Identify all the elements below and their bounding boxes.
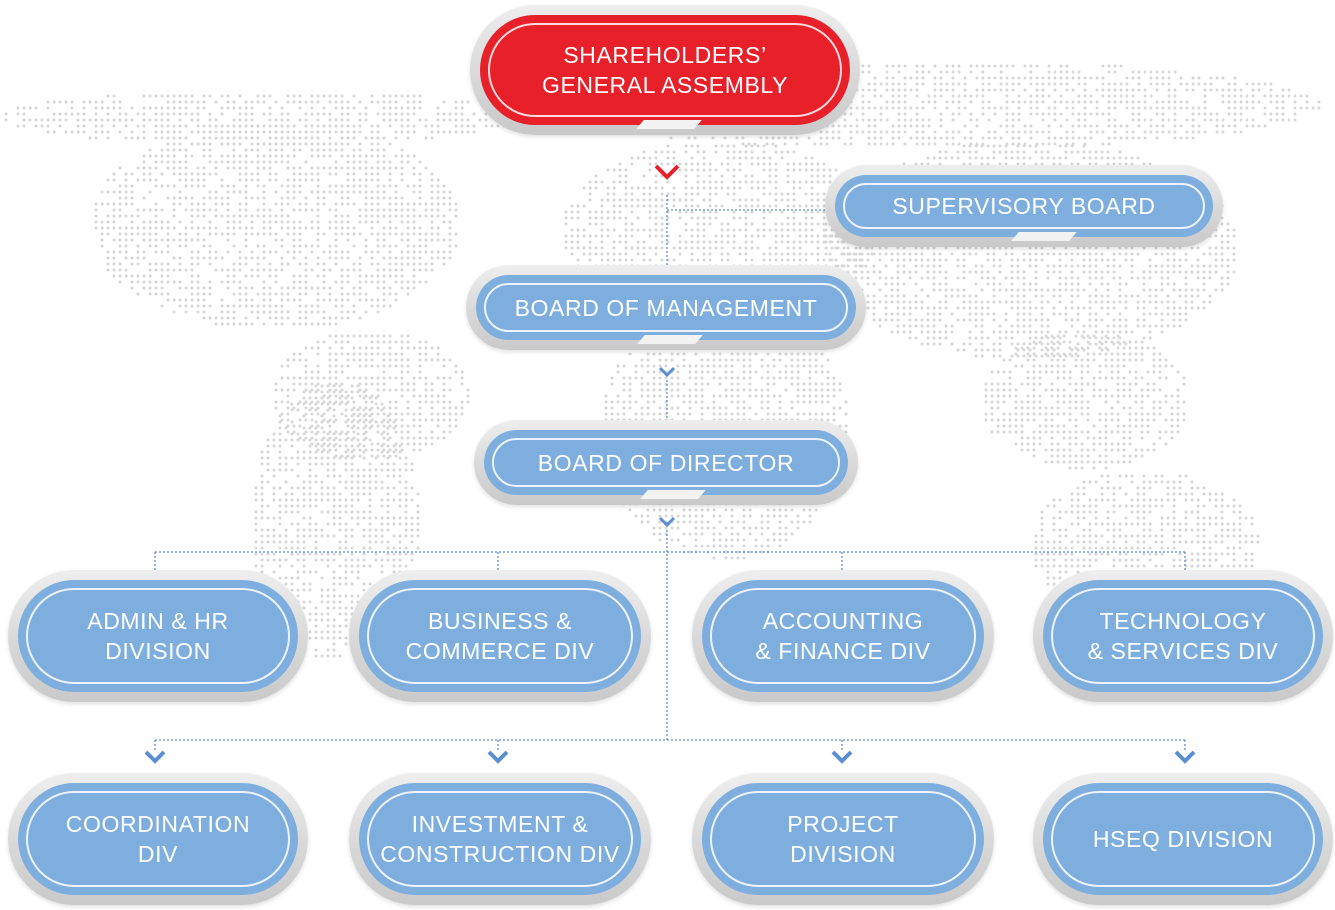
node-label: TECHNOLOGY & SERVICES DIV [1087, 608, 1279, 664]
node-business-commerce-div[interactable]: BUSINESS & COMMERCE DIV [349, 570, 651, 702]
chevron-down-icon [487, 750, 509, 764]
node-hseq-division[interactable]: HSEQ DIVISION [1033, 773, 1333, 905]
node-label: ADMIN & HR DIVISION [87, 608, 229, 664]
node-label: SHAREHOLDERS’ GENERAL ASSEMBLY [541, 42, 789, 98]
node-label: BUSINESS & COMMERCE DIV [405, 608, 595, 664]
node-label: COORDINATION DIV [65, 811, 251, 867]
chevron-down-icon [831, 750, 853, 764]
node-project-division[interactable]: PROJECT DIVISION [692, 773, 994, 905]
node-label: PROJECT DIVISION [787, 811, 899, 867]
node-label: BOARD OF DIRECTOR [537, 449, 795, 476]
chevron-down-icon [144, 750, 166, 764]
node-board-of-director[interactable]: BOARD OF DIRECTOR [474, 420, 858, 505]
node-label: INVESTMENT & CONSTRUCTION DIV [380, 811, 620, 867]
node-label: HSEQ DIVISION [1092, 826, 1274, 852]
node-board-of-management[interactable]: BOARD OF MANAGEMENT [466, 265, 866, 350]
chevron-down-icon [658, 366, 676, 378]
node-label: BOARD OF MANAGEMENT [514, 294, 818, 321]
node-coordination-div[interactable]: COORDINATION DIV [8, 773, 308, 905]
node-label: SUPERVISORY BOARD [892, 193, 1156, 219]
chevron-down-icon [654, 164, 680, 180]
node-shareholders-general-assembly[interactable]: SHAREHOLDERS’ GENERAL ASSEMBLY [470, 5, 860, 135]
node-investment-construction-div[interactable]: INVESTMENT & CONSTRUCTION DIV [349, 773, 651, 905]
node-accounting-finance-div[interactable]: ACCOUNTING & FINANCE DIV [692, 570, 994, 702]
node-technology-services-div[interactable]: TECHNOLOGY & SERVICES DIV [1033, 570, 1333, 702]
chevron-down-icon [1174, 750, 1196, 764]
node-supervisory-board[interactable]: SUPERVISORY BOARD [825, 165, 1223, 247]
chevron-down-icon [658, 516, 676, 528]
node-label: ACCOUNTING & FINANCE DIV [755, 608, 931, 664]
node-admin-hr-division[interactable]: ADMIN & HR DIVISION [8, 570, 308, 702]
